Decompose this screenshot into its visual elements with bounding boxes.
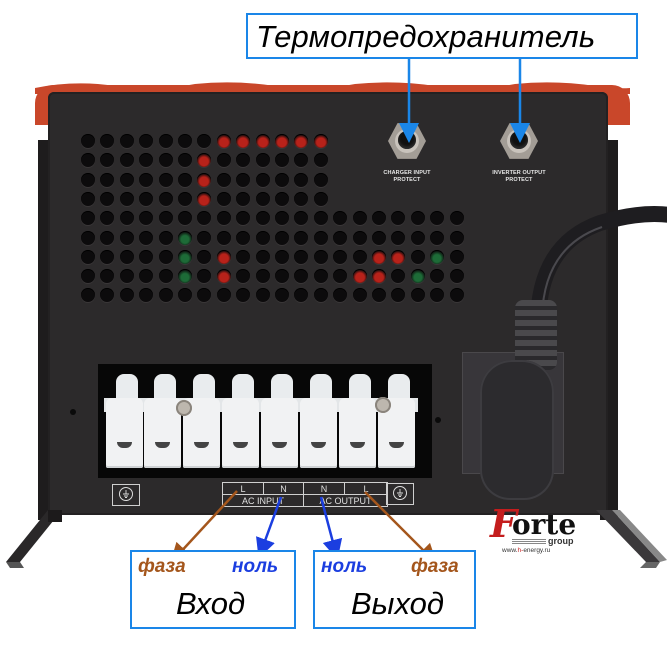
output-callout: ноль фаза Выход (313, 550, 476, 629)
mounting-feet (6, 510, 667, 568)
terminal-2[interactable] (144, 398, 181, 468)
terminal-rear-4 (232, 374, 254, 404)
thermal-fuse-label: Термопредохранитель (256, 19, 596, 54)
ground-symbol-left (112, 484, 140, 506)
input-title: Вход (176, 586, 246, 621)
forte-group-logo: F orte group www.h-energy.ru (490, 505, 580, 555)
inverter-output-protect-fuse-button[interactable] (500, 122, 538, 160)
charger-input-protect-fuse-button[interactable] (388, 122, 426, 160)
chassis-wave-trim (35, 82, 630, 94)
logo-name: orte (512, 508, 577, 541)
terminal-rear-1 (116, 374, 138, 404)
logo-initial: F (490, 501, 517, 546)
terminal-6[interactable] (300, 398, 337, 468)
terminal-rear-5 (271, 374, 293, 404)
ac-output-label: AC OUTPUT (303, 494, 388, 507)
terminal-mount-screw-right (375, 397, 391, 413)
input-neutral-label: ноль (232, 556, 279, 577)
charger-input-protect-label: CHARGER INPUT PROTECT (383, 170, 431, 183)
terminal-rear-3 (193, 374, 215, 404)
terminal-rear-6 (310, 374, 332, 404)
terminal-rear-7 (349, 374, 371, 404)
terminal-7[interactable] (339, 398, 376, 468)
terminal-mount-screw-left (176, 400, 192, 416)
terminal-4[interactable] (222, 398, 259, 468)
output-neutral-label: ноль (321, 556, 368, 577)
panel-hole (435, 417, 441, 423)
panel-hole (70, 409, 76, 415)
output-phase-label: фаза (411, 556, 459, 577)
output-title: Выход (351, 586, 445, 621)
inverter-output-protect-label: INVERTER OUTPUT PROTECT (492, 170, 546, 183)
terminal-rear-8 (388, 374, 410, 404)
terminal-rear-2 (154, 374, 176, 404)
input-phase-label: фаза (138, 556, 186, 577)
ac-input-label: AC INPUT (222, 494, 304, 507)
plug-strain-relief (515, 300, 557, 370)
ground-symbol-right (386, 483, 414, 505)
terminal-5[interactable] (261, 398, 298, 468)
logo-sub: group (548, 536, 574, 546)
logo-url: www.h-energy.ru (502, 547, 551, 554)
input-callout: фаза ноль Вход (130, 550, 296, 629)
thermal-fuse-callout: Термопредохранитель (246, 13, 638, 59)
terminal-1[interactable] (106, 398, 143, 468)
power-plug[interactable] (480, 360, 554, 500)
